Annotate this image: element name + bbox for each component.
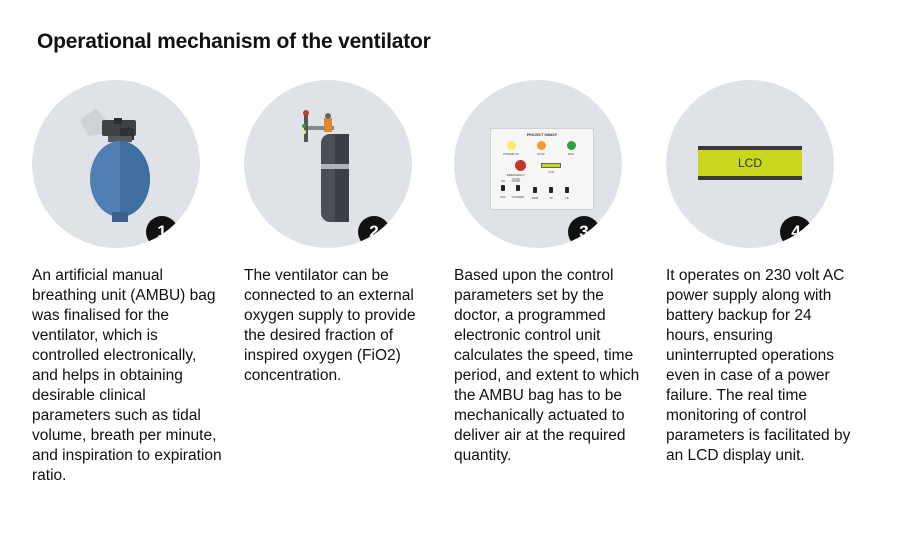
panel-title: PROJECT SWASY <box>526 133 558 137</box>
step-2: 2 The ventilator can be connected to an … <box>244 80 444 540</box>
panel-label: LCD <box>548 170 554 174</box>
step-3-number-badge: 3 <box>568 216 600 248</box>
control-panel-icon: PROJECT SWASY POWER ON STOP RUN EMERGENC… <box>490 128 594 210</box>
panel-lcd <box>541 163 561 168</box>
panel-switch <box>565 187 569 193</box>
panel-label: START <box>511 179 521 183</box>
lcd-display-icon: LCD <box>698 146 802 180</box>
lcd-label: LCD <box>737 156 762 170</box>
panel-switch <box>501 185 505 191</box>
step-1: 1 An artificial manual breathing unit (A… <box>32 80 232 540</box>
panel-label: ON <box>500 179 506 183</box>
panel-switch <box>516 185 520 191</box>
panel-label: TV <box>549 196 553 200</box>
panel-label: RUN <box>567 152 575 156</box>
step-4-number-badge: 4 <box>780 216 812 248</box>
panel-label: POWER ON <box>503 152 519 156</box>
oxygen-cylinder-icon <box>302 110 349 222</box>
step-1-description: An artificial manual breathing unit (AMB… <box>32 267 222 484</box>
panel-label: BPM <box>531 196 539 200</box>
step-1-circle: 1 <box>32 80 200 248</box>
step-2-description: The ventilator can be connected to an ex… <box>244 267 416 384</box>
ambu-bag-icon <box>80 108 150 222</box>
step-1-number-badge: 1 <box>146 216 178 248</box>
led-orange <box>537 141 546 150</box>
led-yellow <box>507 141 516 150</box>
panel-switch <box>549 187 553 193</box>
panel-label: STOP <box>537 152 545 156</box>
emergency-stop-button <box>515 160 526 171</box>
panel-switch <box>533 187 537 193</box>
led-green <box>567 141 576 150</box>
page-title: Operational mechanism of the ventilator <box>37 30 431 53</box>
panel-label: STANDBY <box>511 195 525 199</box>
step-3-description: Based upon the control parameters set by… <box>454 267 640 464</box>
step-4: LCD 4 It operates on 230 volt AC power s… <box>666 80 866 540</box>
step-4-description: It operates on 230 volt AC power supply … <box>666 267 851 464</box>
step-3: PROJECT SWASY POWER ON STOP RUN EMERGENC… <box>454 80 654 540</box>
step-4-circle: LCD 4 <box>666 80 834 248</box>
panel-label: OFF <box>500 195 506 199</box>
step-2-circle: 2 <box>244 80 412 248</box>
step-2-number-badge: 2 <box>358 216 390 248</box>
panel-label: EMERGENCY STOP <box>506 173 526 181</box>
step-3-circle: PROJECT SWASY POWER ON STOP RUN EMERGENC… <box>454 80 622 248</box>
panel-label: I:E <box>565 196 569 200</box>
